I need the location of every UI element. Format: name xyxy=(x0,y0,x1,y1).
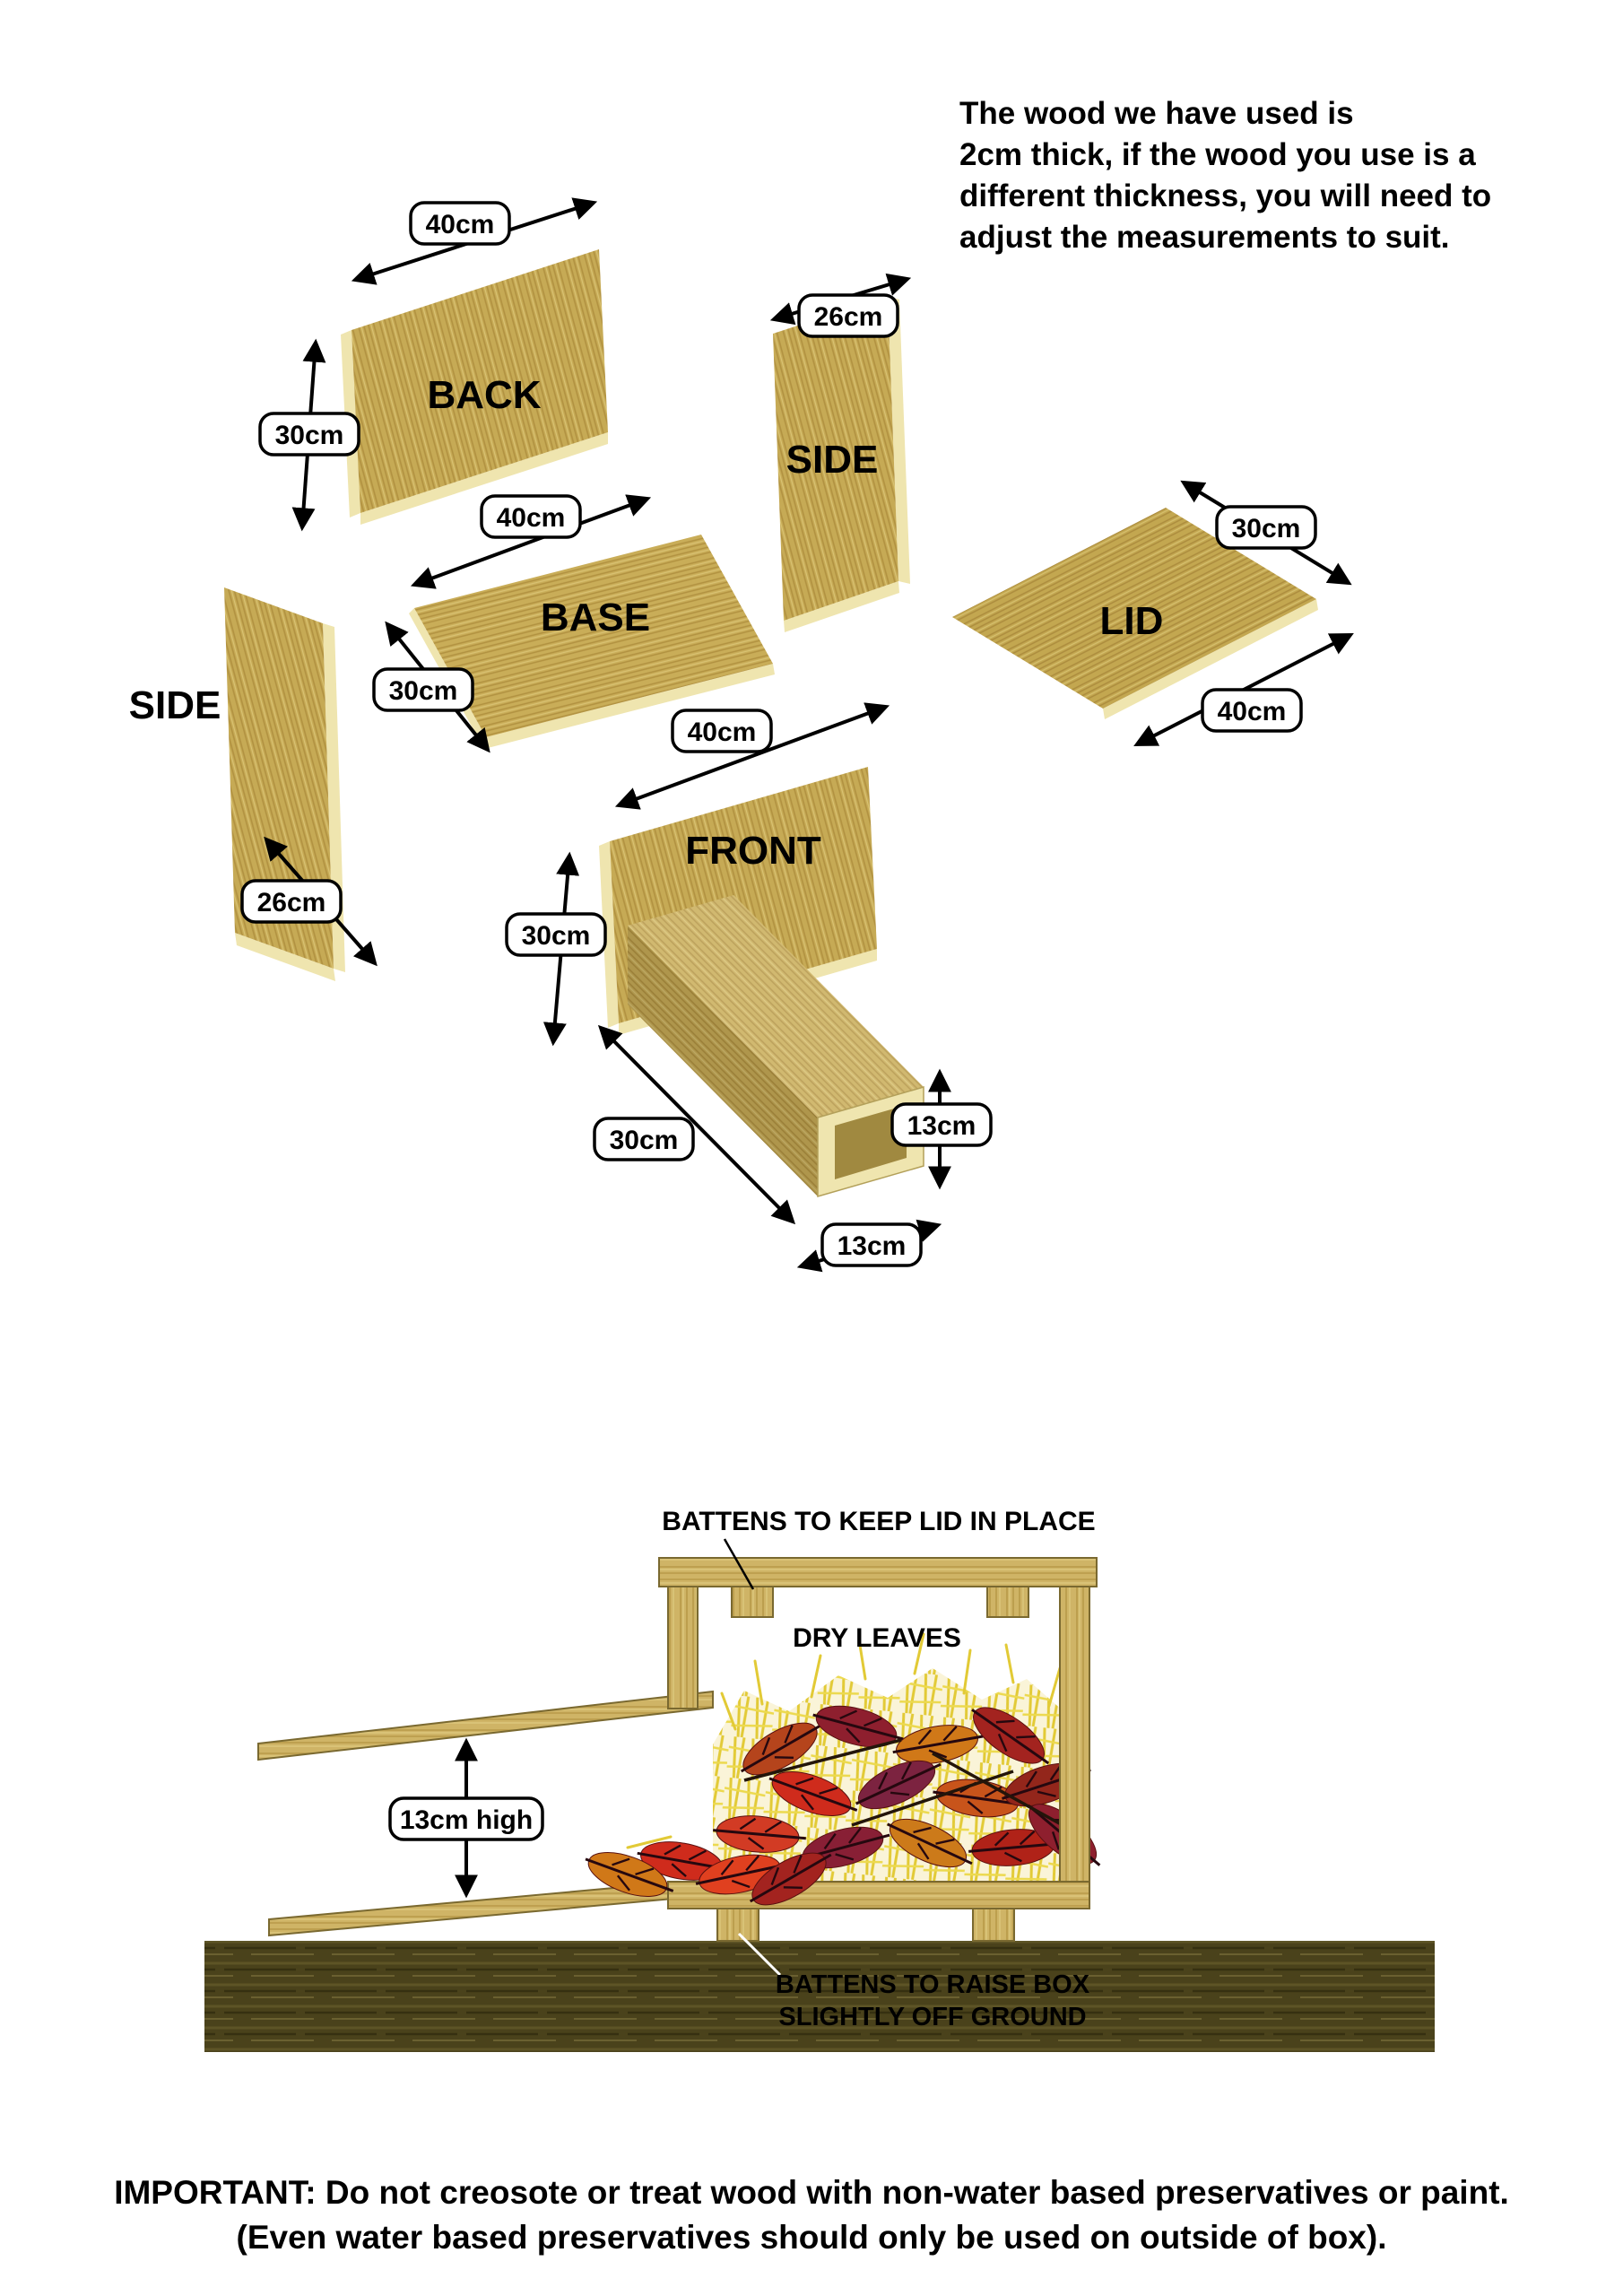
battens-bottom-label-line2: SLIGHTLY OFF GROUND xyxy=(778,2003,1086,2031)
panel-label-base: BASE xyxy=(541,596,650,639)
dim-badge-side-left-width: 26cm xyxy=(240,879,343,924)
dim-arrow-tunnel-length xyxy=(597,1024,796,1225)
lid-batten-left xyxy=(731,1586,774,1618)
panel-back-face xyxy=(352,249,608,513)
badge-frame xyxy=(409,201,511,246)
badge-text: 40cm xyxy=(1218,697,1287,726)
panel-front-edge-left xyxy=(599,841,619,1028)
dim-badge-tunnel-height: 13cm xyxy=(890,1102,993,1147)
panel-side-top-edge-bottom xyxy=(784,581,899,632)
dry-leaves-label: DRY LEAVES xyxy=(793,1623,961,1653)
battens-bottom-leader xyxy=(737,1932,782,1977)
battens-top-leader xyxy=(723,1538,755,1590)
badge-text: 13cm xyxy=(907,1111,976,1141)
panel-lid: LID 30cm 40cm xyxy=(952,480,1354,746)
panel-label-lid: LID xyxy=(1100,599,1164,643)
leaf-spill xyxy=(577,1834,842,1918)
badge-frame xyxy=(388,1796,544,1841)
box-wall-left xyxy=(667,1586,699,1709)
dim-badge-tunnel-length: 30cm xyxy=(593,1117,695,1161)
badge-text: 30cm xyxy=(1232,514,1301,544)
battens-bottom-label-line1: BATTENS TO RAISE BOX xyxy=(776,1970,1090,1999)
wood-thickness-note: The wood we have used is 2cm thick, if t… xyxy=(959,96,1492,255)
badge-text: 26cm xyxy=(257,888,326,918)
entrance-roof-board xyxy=(257,1690,714,1761)
tunnel-opening xyxy=(835,1105,907,1179)
badge-text: 40cm xyxy=(426,210,495,239)
lid-batten-right xyxy=(986,1586,1029,1618)
dim-badge-back-height: 30cm xyxy=(258,412,360,457)
ground-batten-right xyxy=(972,1908,1015,1942)
badge-frame xyxy=(505,912,607,957)
badge-frame xyxy=(1201,688,1303,733)
badge-frame xyxy=(258,412,360,457)
panel-side-left: SIDE 26cm xyxy=(129,587,378,981)
badge-frame xyxy=(593,1117,695,1161)
tunnel-top-face xyxy=(628,895,924,1118)
dim-badge-base-width: 40cm xyxy=(480,494,582,539)
panel-label-side-left: SIDE xyxy=(129,683,221,727)
important-note: IMPORTANT: Do not creosote or treat wood… xyxy=(114,2174,1509,2256)
badge-frame xyxy=(820,1222,923,1267)
badge-frame xyxy=(372,667,474,712)
panel-back: BACK 40cm 30cm xyxy=(258,197,608,532)
badge-text: 13cm high xyxy=(400,1805,533,1835)
badge-text: 30cm xyxy=(275,421,344,450)
badge-text: 30cm xyxy=(389,676,458,706)
badge-frame xyxy=(890,1102,993,1147)
dim-badge-back-width: 40cm xyxy=(409,201,511,246)
badge-text: 40cm xyxy=(688,718,757,747)
dim-badge-entrance-height: 13cm high xyxy=(388,1796,544,1841)
dim-arrow-base-width xyxy=(410,494,652,589)
ground-batten-left xyxy=(716,1908,759,1942)
cross-section: BATTENS TO KEEP LID IN PLACE DRY LEAVES … xyxy=(204,1507,1435,2052)
badge-text: 40cm xyxy=(497,503,566,533)
dim-badge-base-depth: 30cm xyxy=(372,667,474,712)
badge-frame xyxy=(1215,505,1317,550)
leaf-stems xyxy=(743,1738,1063,1827)
badge-frame xyxy=(797,293,899,338)
badge-text: 30cm xyxy=(610,1126,679,1155)
panel-front: FRONT 40cm 30cm xyxy=(505,702,993,1273)
tunnel-top-highlight xyxy=(628,895,924,1118)
exploded-parts: BACK 40cm 30cm SIDE 26cm xyxy=(129,197,1354,1273)
badge-frame xyxy=(671,709,773,753)
dim-badge-tunnel-width: 13cm xyxy=(820,1222,923,1267)
box-wall-right xyxy=(1059,1586,1090,1883)
box-lid-board xyxy=(658,1557,1098,1587)
panel-side-top-face xyxy=(773,296,898,621)
panel-side-top-edge-right xyxy=(888,296,910,584)
dim-badge-lid-width: 40cm xyxy=(1201,688,1303,733)
dim-badge-lid-depth: 30cm xyxy=(1215,505,1317,550)
panel-label-side-top: SIDE xyxy=(786,438,879,482)
panel-label-front: FRONT xyxy=(685,829,821,873)
dim-badge-front-width: 40cm xyxy=(671,709,773,753)
badge-frame xyxy=(240,879,343,924)
badge-text: 13cm xyxy=(838,1231,907,1261)
panel-label-back: BACK xyxy=(427,373,541,417)
battens-top-label: BATTENS TO KEEP LID IN PLACE xyxy=(662,1507,1095,1536)
dim-arrow-front-width xyxy=(614,702,890,810)
ground xyxy=(204,1941,1435,2052)
badge-text: 26cm xyxy=(814,302,883,332)
dim-badge-front-height: 30cm xyxy=(505,912,607,957)
panel-side-top: SIDE 26cm xyxy=(769,273,912,632)
dim-badge-side-top-width: 26cm xyxy=(797,293,899,338)
badge-frame xyxy=(480,494,582,539)
badge-text: 30cm xyxy=(522,921,591,951)
